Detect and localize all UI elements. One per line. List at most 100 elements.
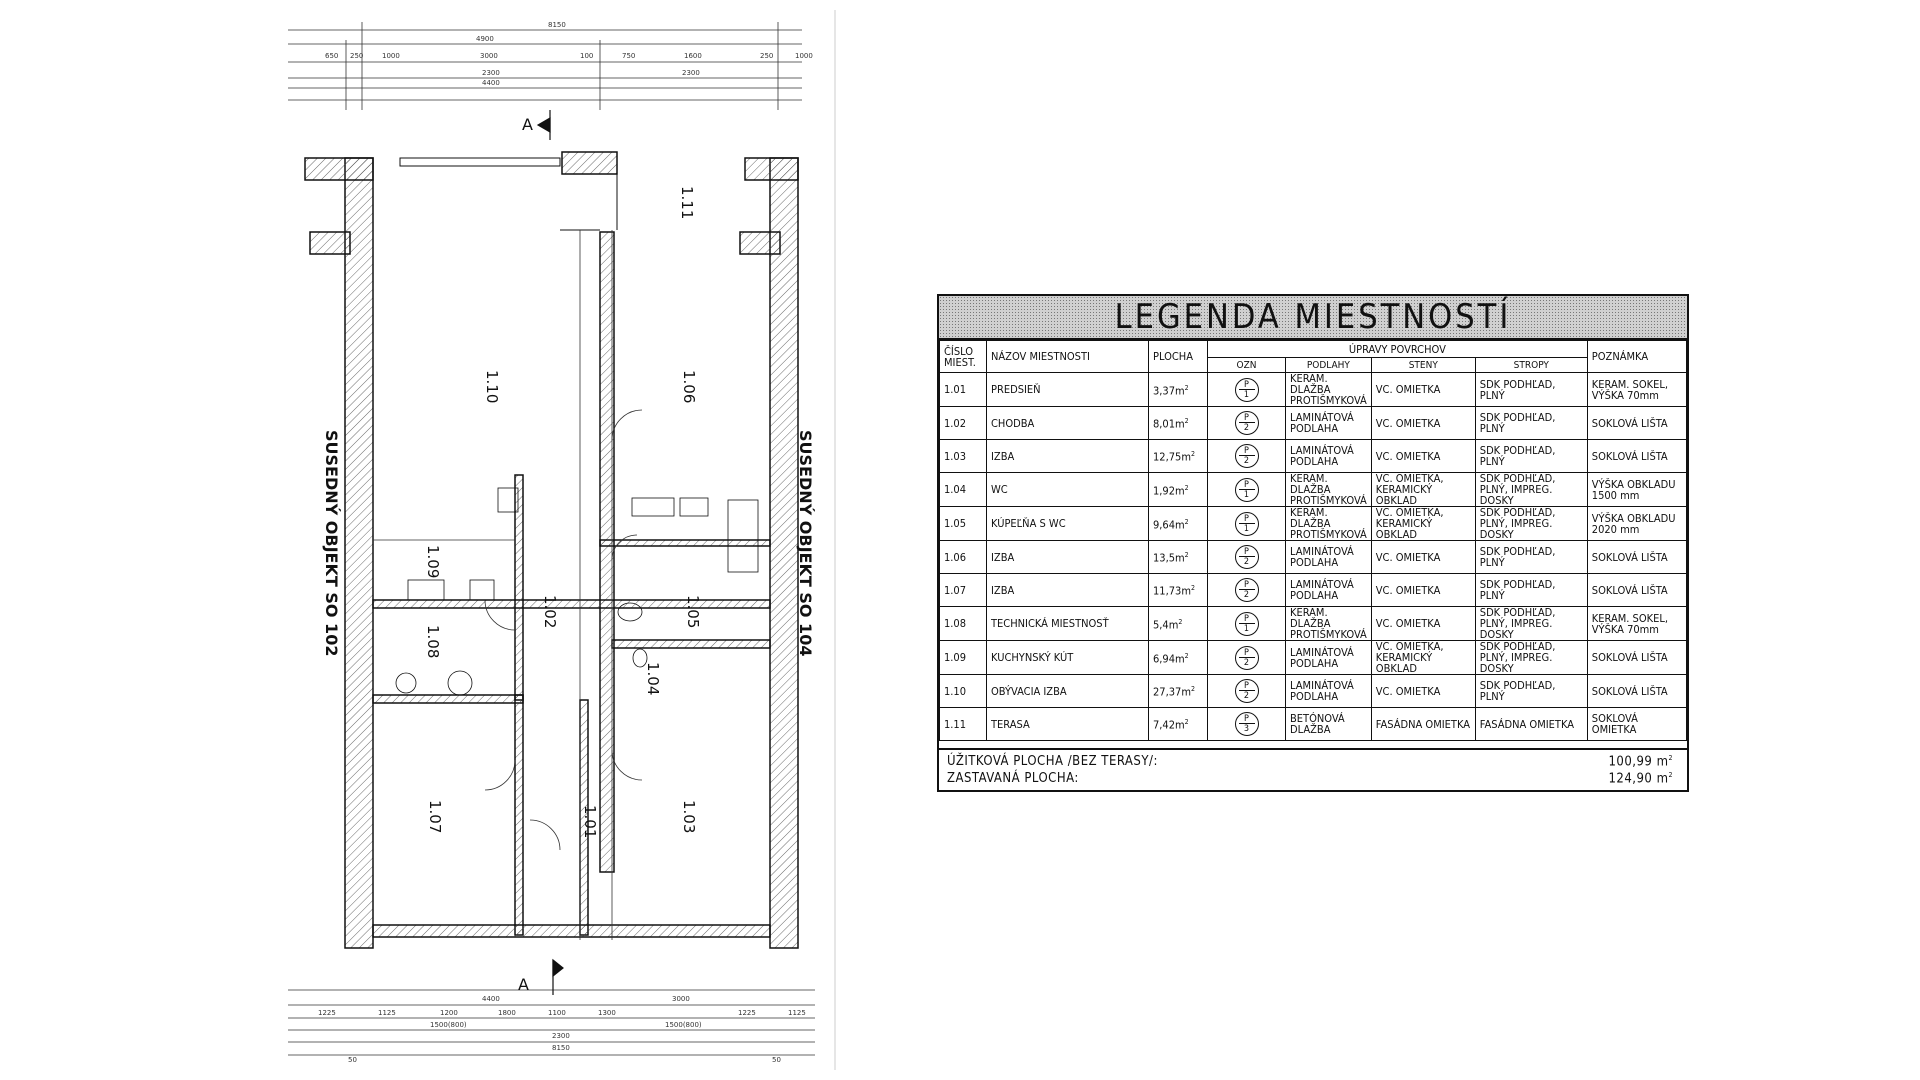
legend-cell-note: SOKLOVÁ LIŠTA — [1586, 573, 1688, 607]
svg-text:2300: 2300 — [552, 1032, 570, 1040]
legend-cell-ceiling: SDK PODHĽAD, PLNÝ, IMPREG. DOSKY — [1474, 606, 1588, 641]
svg-text:650: 650 — [325, 52, 338, 60]
legend-cell-num: 1.07 — [939, 573, 987, 607]
svg-text:1500(800): 1500(800) — [665, 1021, 702, 1029]
svg-text:8150: 8150 — [548, 21, 566, 29]
svg-text:2300: 2300 — [682, 69, 700, 77]
svg-text:8150: 8150 — [552, 1044, 570, 1052]
neighbor-left-label: SUSEDNÝ OBJEKT SO 102 — [322, 430, 341, 656]
legend-cell-num: 1.09 — [939, 640, 987, 675]
legend-cell-ceiling: SDK PODHĽAD, PLNÝ, IMPREG. DOSKY — [1474, 472, 1588, 507]
svg-text:1225: 1225 — [318, 1009, 336, 1017]
legend-cell-ceiling: SDK PODHĽAD, PLNÝ — [1474, 540, 1588, 574]
svg-text:2300: 2300 — [482, 69, 500, 77]
legend-cell-note: VÝŠKA OBKLADU 1500 mm — [1586, 472, 1688, 507]
legend-cell-note: VÝŠKA OBKLADU 2020 mm — [1586, 506, 1688, 541]
svg-text:1300: 1300 — [598, 1009, 616, 1017]
room-label-1.10: 1.10 — [483, 370, 501, 403]
legend-cell-area: 12,75m2 — [1148, 439, 1208, 473]
legend-cell-note: SOKLOVÁ LIŠTA — [1586, 439, 1688, 473]
legend-cell-num: 1.02 — [939, 406, 987, 440]
section-letters: A A — [518, 115, 533, 994]
room-label-1.07: 1.07 — [426, 800, 444, 833]
legend-cell-ceiling: SDK PODHĽAD, PLNÝ — [1474, 674, 1588, 708]
legend-cell-num: 1.10 — [939, 674, 987, 708]
legend-cell-floor: KERAM. DLAŽBA PROTIŠMYKOVÁ — [1285, 472, 1372, 507]
svg-text:1225: 1225 — [738, 1009, 756, 1017]
legend-cell-area: 8,01m2 — [1148, 406, 1208, 440]
legend-cell-walls: FASÁDNA OMIETKA — [1370, 707, 1476, 741]
svg-text:A: A — [522, 115, 533, 134]
door-swings — [484, 409, 643, 851]
kitchen-fixtures — [395, 487, 759, 696]
header-note: POZNÁMKA — [1586, 340, 1688, 373]
top-dimension-lines — [288, 22, 802, 110]
legend-cell-floor: KERAM. DLAŽBA PROTIŠMYKOVÁ — [1285, 506, 1372, 541]
legend-cell-num: 1.01 — [939, 372, 987, 407]
room-label-1.08: 1.08 — [424, 625, 442, 658]
legend-cell-floor: LAMINÁTOVÁ PODLAHA — [1285, 640, 1372, 675]
svg-text:50: 50 — [772, 1056, 781, 1064]
legend-cell-floor: LAMINÁTOVÁ PODLAHA — [1285, 406, 1372, 440]
neighbor-right-label: SUSEDNÝ OBJEKT SO 104 — [796, 430, 815, 656]
legend-cell-ceiling: SDK PODHĽAD, PLNÝ, IMPREG. DOSKY — [1474, 640, 1588, 675]
svg-text:100: 100 — [580, 52, 593, 60]
legend-cell-area: 11,73m2 — [1148, 573, 1208, 607]
legend-cell-area: 6,94m2 — [1148, 640, 1208, 675]
legend-cell-area: 5,4m2 — [1148, 606, 1208, 641]
room-labels: 1.10 1.06 1.11 1.09 1.08 1.02 1.05 1.04 … — [424, 186, 702, 838]
svg-text:1100: 1100 — [548, 1009, 566, 1017]
svg-text:50: 50 — [348, 1056, 357, 1064]
legend-cell-num: 1.04 — [939, 472, 987, 507]
legend-cell-floor: LAMINÁTOVÁ PODLAHA — [1285, 439, 1372, 473]
legend-cell-name: CHODBA — [986, 406, 1149, 440]
header-area: PLOCHA — [1148, 340, 1208, 373]
legend-cell-walls: VC. OMIETKA — [1370, 573, 1476, 607]
legend-cell-name: IZBA — [986, 573, 1149, 607]
legend-cell-walls: VC. OMIETKA — [1370, 439, 1476, 473]
legend-cell-note: SOKLOVÁ LIŠTA — [1586, 674, 1688, 708]
svg-text:A: A — [518, 975, 529, 994]
legend-cell-name: IZBA — [986, 540, 1149, 574]
legend-cell-area: 27,37m2 — [1148, 674, 1208, 708]
legend-cell-walls: VC. OMIETKA — [1370, 540, 1476, 574]
room-label-1.06: 1.06 — [680, 370, 698, 403]
svg-text:250: 250 — [350, 52, 363, 60]
svg-text:4400: 4400 — [482, 995, 500, 1003]
header-floor: PODLAHY — [1285, 357, 1372, 373]
legend-cell-note: SOKLOVÁ LIŠTA — [1586, 406, 1688, 440]
legend-cell-area: 13,5m2 — [1148, 540, 1208, 574]
legend-cell-walls: VC. OMIETKA — [1370, 674, 1476, 708]
svg-text:1500(800): 1500(800) — [430, 1021, 467, 1029]
legend-cell-walls: VC. OMIETKA — [1370, 372, 1476, 407]
svg-text:1000: 1000 — [795, 52, 813, 60]
legend-cell-ceiling: SDK PODHĽAD, PLNÝ — [1474, 439, 1588, 473]
header-num: ČÍSLO MIEST. — [939, 340, 987, 373]
legend-cell-floor: LAMINÁTOVÁ PODLAHA — [1285, 573, 1372, 607]
legend-cell-note: SOKLOVÁ LIŠTA — [1586, 640, 1688, 675]
header-group: ÚPRAVY POVRCHOV — [1207, 340, 1588, 358]
legend-cell-walls: VC. OMIETKA, KERAMICKÝ OBKLAD — [1370, 472, 1476, 507]
legend-cell-area: 7,42m2 — [1148, 707, 1208, 741]
legend-footer: ÚŽITKOVÁ PLOCHA /BEZ TERASY/: 100,99 m2 … — [939, 748, 1687, 790]
